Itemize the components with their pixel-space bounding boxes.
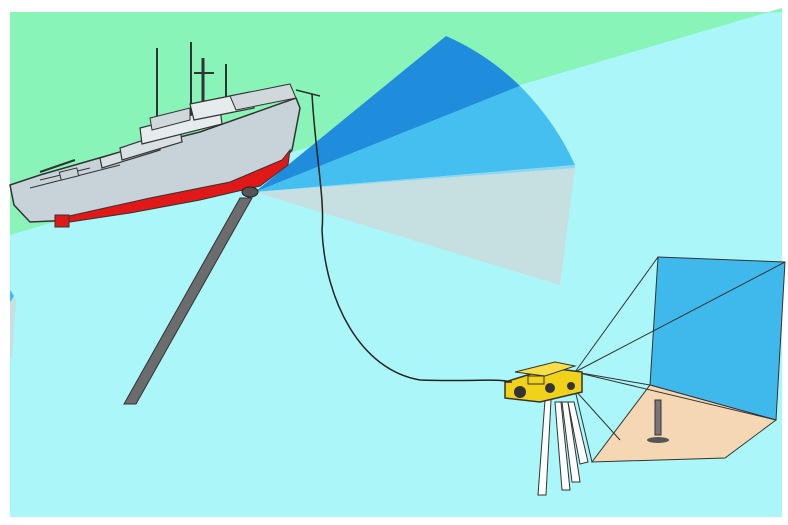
sonar-beam-grey [255,168,575,285]
sonar-beam-light [255,165,575,192]
edge-beam-fragment [10,290,16,358]
ship-hull-red [58,148,291,223]
sonar-beam-mid [255,86,575,192]
rov-icon [504,361,583,403]
seabed-patch [590,384,778,463]
tether-cable [311,93,513,383]
rov-thruster-beams [537,399,589,496]
seabed-target-icon [647,399,669,443]
ship-icon [9,42,321,228]
sonar-beam-dark [255,36,520,192]
edge-beam-fragment-blue [10,290,14,302]
towfish-beam [123,197,253,405]
